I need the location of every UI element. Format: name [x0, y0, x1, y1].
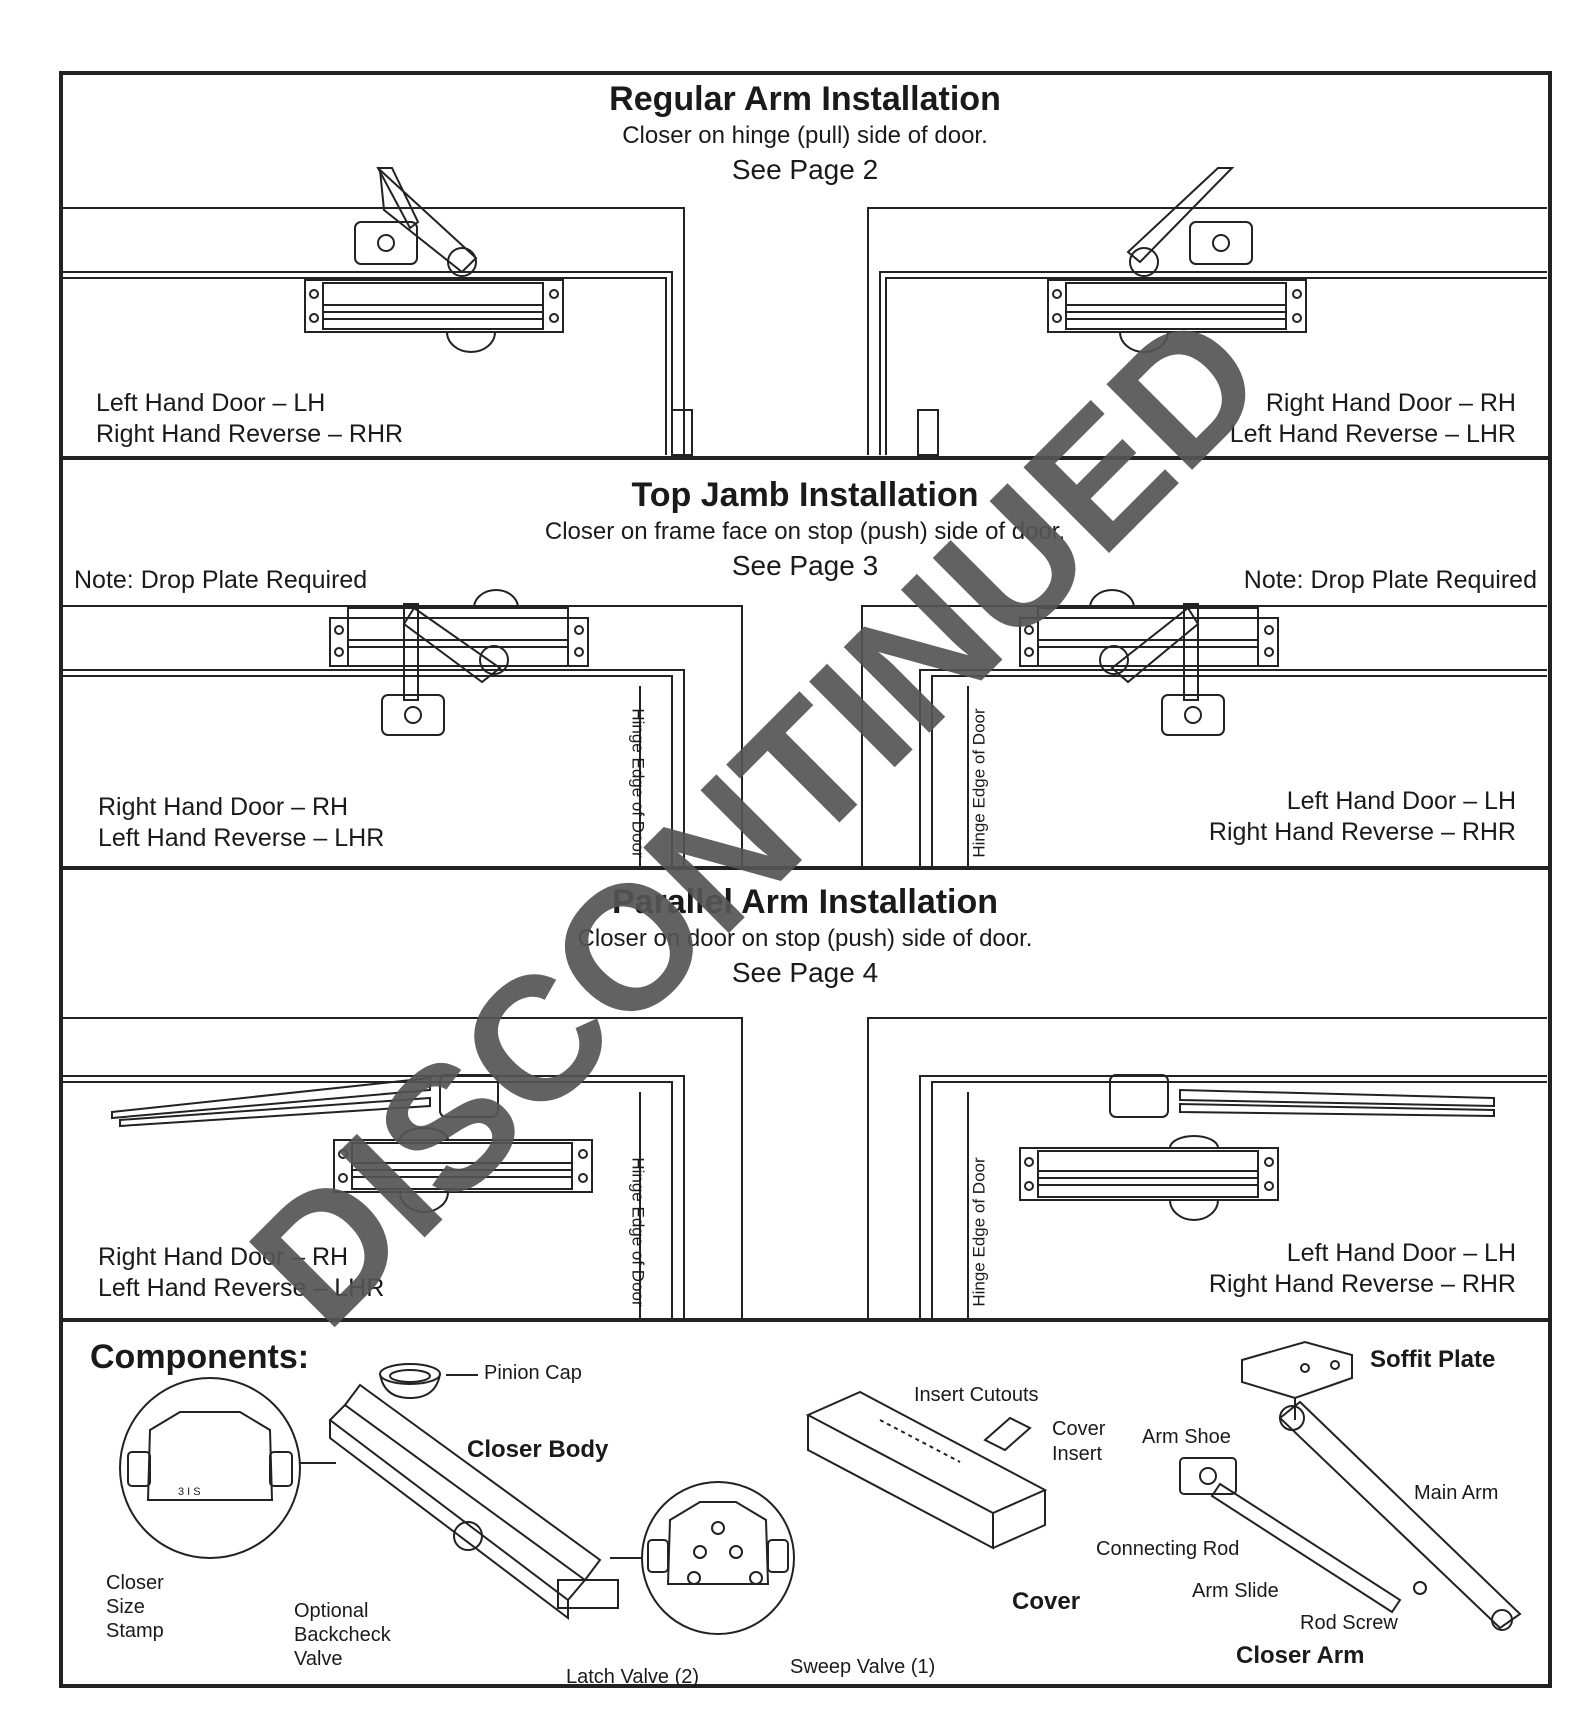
cover-drawing [805, 1390, 1048, 1550]
regular-right-frame [867, 207, 1547, 456]
topjamb-right-frame [861, 605, 1547, 866]
parallel-arm-title: Parallel Arm Installation [611, 883, 999, 921]
section-divider-2 [59, 866, 1552, 870]
regular-arm-see-page: See Page 2 [731, 154, 879, 185]
closer-body-drawing [328, 1383, 619, 1621]
closer-body-label: Closer Body [467, 1436, 609, 1463]
regular-right-closer [1047, 167, 1307, 353]
parallel-left-door-label: Right Hand Door – RH [98, 1243, 349, 1271]
optional-backcheck-label-2: Backcheck [294, 1624, 391, 1646]
rod-screw-label: Rod Screw [1300, 1612, 1398, 1634]
parallel-right-door-label: Left Hand Door – LH [1286, 1239, 1516, 1267]
stamp-marking: 3 I S [178, 1486, 201, 1498]
parallel-hinge-edge-left: Hinge Edge of Door [628, 1157, 648, 1307]
sweep-valve-label: Sweep Valve (1) [790, 1656, 936, 1678]
top-jamb-right-reverse-label: Right Hand Reverse – RHR [1208, 818, 1516, 846]
parallel-right-reverse-label: Right Hand Reverse – RHR [1208, 1270, 1516, 1298]
soffit-plate-label: Soffit Plate [1370, 1346, 1496, 1373]
regular-arm-title: Regular Arm Installation [609, 80, 1001, 118]
insert-cutouts-label: Insert Cutouts [914, 1384, 1039, 1406]
parallel-hinge-edge-right: Hinge Edge of Door [969, 1157, 989, 1307]
arm-shoe-label: Arm Shoe [1142, 1426, 1231, 1448]
top-jamb-title: Top Jamb Installation [631, 476, 979, 514]
installation-guide-frame [59, 71, 1552, 1688]
cover-label: Cover [1012, 1588, 1081, 1615]
closer-size-stamp-label-2: Size [106, 1596, 145, 1618]
cover-insert-label-1: Cover [1052, 1418, 1106, 1440]
top-jamb-subtitle: Closer on frame face on stop (push) side… [544, 518, 1066, 545]
closer-arm-drawing [1179, 1400, 1522, 1631]
pinion-cap-label: Pinion Cap [484, 1362, 582, 1384]
top-jamb-hinge-edge-left: Hinge Edge of Door [628, 708, 648, 858]
topjamb-left-frame [63, 605, 743, 866]
section-divider-3 [59, 1318, 1552, 1322]
optional-backcheck-label-3: Valve [294, 1648, 343, 1670]
top-jamb-note-right: Note: Drop Plate Required [1243, 566, 1537, 594]
regular-arm-subtitle: Closer on hinge (pull) side of door. [622, 122, 988, 149]
parallel-arm-subtitle: Closer on door on stop (push) side of do… [577, 925, 1033, 952]
topjamb-left-closer [329, 589, 589, 736]
parallel-arm-see-page: See Page 4 [731, 957, 879, 988]
section-divider-1 [59, 456, 1552, 460]
optional-backcheck-label-1: Optional [294, 1600, 369, 1622]
closer-size-stamp-label-3: Stamp [106, 1620, 164, 1642]
arm-slide-label: Arm Slide [1192, 1580, 1279, 1602]
topjamb-right-closer [1019, 589, 1279, 736]
closer-arm-label: Closer Arm [1236, 1642, 1365, 1669]
parallel-left-frame [63, 1017, 743, 1318]
regular-right-reverse-label: Left Hand Reverse – LHR [1229, 420, 1516, 448]
top-jamb-left-reverse-label: Left Hand Reverse – LHR [98, 824, 385, 852]
top-jamb-hinge-edge-right: Hinge Edge of Door [969, 708, 989, 858]
latch-valve-label: Latch Valve (2) [566, 1666, 700, 1688]
parallel-left-closer [111, 1074, 593, 1213]
top-jamb-left-door-label: Right Hand Door – RH [98, 793, 349, 821]
top-jamb-right-door-label: Left Hand Door – LH [1286, 787, 1516, 815]
regular-right-door-label: Right Hand Door – RH [1265, 389, 1516, 417]
components-heading: Components: [90, 1338, 310, 1376]
regular-left-frame [63, 207, 693, 456]
parallel-left-reverse-label: Left Hand Reverse – LHR [98, 1274, 385, 1302]
regular-left-door-label: Left Hand Door – LH [96, 389, 326, 417]
top-jamb-note-left: Note: Drop Plate Required [74, 566, 368, 594]
pinion-cap-drawing [379, 1363, 478, 1400]
soffit-plate-drawing [1241, 1340, 1353, 1420]
main-arm-label: Main Arm [1414, 1482, 1499, 1504]
regular-left-closer [304, 167, 564, 353]
connecting-rod-label: Connecting Rod [1096, 1538, 1240, 1560]
parallel-right-closer [1019, 1074, 1495, 1221]
closer-size-stamp-label-1: Closer [106, 1572, 164, 1594]
regular-left-reverse-label: Right Hand Reverse – RHR [96, 420, 404, 448]
size-stamp-circle [119, 1377, 336, 1559]
parallel-right-frame [867, 1017, 1547, 1318]
cover-insert-label-2: Insert [1052, 1443, 1103, 1465]
top-jamb-see-page: See Page 3 [731, 550, 879, 581]
valve-circle [610, 1481, 795, 1635]
